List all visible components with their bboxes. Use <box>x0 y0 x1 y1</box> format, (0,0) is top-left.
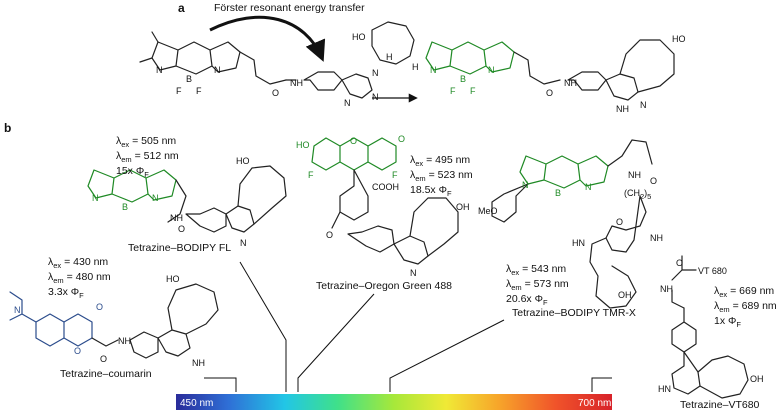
atom-ho: HO <box>236 156 250 166</box>
atom-n: N <box>430 65 437 75</box>
atom-ch2: (CH2)5 <box>624 188 651 201</box>
atom-nh: NH <box>650 233 663 243</box>
atom-o: O <box>178 224 185 234</box>
atom-f: F <box>196 86 202 96</box>
atom-b: B <box>186 74 192 84</box>
atom-o: O <box>326 230 333 240</box>
atom-n: N <box>152 193 159 203</box>
atom-o: O <box>350 136 357 146</box>
atom-n: N <box>156 65 163 75</box>
atom-oh: HO <box>672 34 686 44</box>
atom-hn: HN <box>572 238 585 248</box>
atom-n: N <box>92 193 99 203</box>
fret-caption: Förster resonant energy transfer <box>214 2 365 14</box>
oregon-green-fold: 18.5x ΦF <box>410 184 452 198</box>
atom-b: B <box>555 188 561 198</box>
bodipy-fl-ex: λex = 505 nm <box>116 135 176 149</box>
coumarin-em: λem = 480 nm <box>48 271 111 285</box>
atom-o: O <box>546 88 553 98</box>
spectrum-max-label: 700 nm <box>578 398 611 409</box>
atom-h: H <box>386 52 393 62</box>
atom-o: O <box>616 217 623 227</box>
atom-o: O <box>676 258 683 268</box>
atom-cooh: COOH <box>372 182 399 192</box>
atom-n: N <box>410 268 417 278</box>
vt680-em: λem = 689 nm <box>714 300 777 314</box>
trans-cyclooctene-structure: HO H H <box>352 21 419 72</box>
visible-spectrum-bar <box>176 394 612 410</box>
atom-f: F <box>470 86 476 96</box>
atom-f: F <box>392 170 398 180</box>
panel-b-label: b <box>4 121 11 135</box>
atom-oh: OH <box>618 290 632 300</box>
atom-vt680: VT 680 <box>698 266 727 276</box>
atom-n: N <box>372 68 379 78</box>
bodipy-tetrazine-structure: N B N F F O NH N N N <box>139 31 379 108</box>
bodipy-tmr-ex: λex = 543 nm <box>506 263 566 277</box>
bodipy-product-structure: N B N F F O NH HO N NH <box>425 34 686 114</box>
atom-nh: NH <box>290 78 303 88</box>
atom-meo: MeO <box>478 206 498 216</box>
atom-b: B <box>122 202 128 212</box>
coumarin-structure: N O O O NH HO NH <box>9 274 219 368</box>
atom-b: B <box>460 74 466 84</box>
bodipy-fl-fold: 15x ΦF <box>116 165 149 179</box>
vt680-name: Tetrazine–VT680 <box>680 399 760 411</box>
coumarin-ex: λex = 430 nm <box>48 256 108 270</box>
vt680-structure: O VT 680 NH HN OH <box>658 255 764 399</box>
atom-nh: NH <box>660 284 673 294</box>
bodipy-fl-name: Tetrazine–BODIPY FL <box>128 242 231 254</box>
atom-ho: HO <box>352 32 366 42</box>
atom-n: N <box>488 65 495 75</box>
spectrum-connectors <box>204 261 612 392</box>
atom-nh: NH <box>564 78 577 88</box>
panel-a-label: a <box>178 1 185 15</box>
atom-f: F <box>308 170 314 180</box>
vt680-ex: λex = 669 nm <box>714 285 774 299</box>
atom-o: O <box>100 354 107 364</box>
atom-o: O <box>272 88 279 98</box>
coumarin-fold: 3.3x ΦF <box>48 286 84 300</box>
atom-nh: NH <box>170 213 183 223</box>
atom-ho: HO <box>166 274 180 284</box>
atom-nh: NH <box>118 336 131 346</box>
atom-n: N <box>372 92 379 102</box>
atom-nh: NH <box>616 104 629 114</box>
oregon-green-name: Tetrazine–Oregon Green 488 <box>316 280 452 292</box>
atom-oh: OH <box>750 374 764 384</box>
bodipy-tmr-structure: N B N MeO O NH (CH2)5 O NH HN OH <box>478 139 663 309</box>
atom-nh: NH <box>192 358 205 368</box>
atom-f: F <box>176 86 182 96</box>
atom-n: N <box>14 305 21 315</box>
atom-f: F <box>450 86 456 96</box>
spectrum-min-label: 450 nm <box>180 398 213 409</box>
atom-n: N <box>522 180 529 190</box>
atom-nh: NH <box>628 170 641 180</box>
atom-o: O <box>74 346 81 356</box>
bodipy-fl-em: λem = 512 nm <box>116 150 179 164</box>
atom-h: H <box>412 62 419 72</box>
coumarin-name: Tetrazine–coumarin <box>60 368 152 380</box>
atom-hn: HN <box>658 384 671 394</box>
atom-n: N <box>344 98 351 108</box>
atom-o: O <box>650 176 657 186</box>
fret-arrow <box>209 15 326 62</box>
atom-n: N <box>214 65 221 75</box>
bodipy-tmr-fold: 20.6x ΦF <box>506 293 548 307</box>
oregon-green-ex: λex = 495 nm <box>410 154 470 168</box>
bodipy-fl-structure: N B N O NH HO N <box>87 156 287 248</box>
bodipy-tmr-em: λem = 573 nm <box>506 278 569 292</box>
oregon-green-structure: HO O F F O COOH O OH N <box>296 134 470 278</box>
atom-oh: OH <box>456 202 470 212</box>
atom-o: O <box>96 302 103 312</box>
atom-n: N <box>585 182 592 192</box>
atom-n: N <box>640 100 647 110</box>
vt680-fold: 1x ΦF <box>714 315 741 329</box>
bodipy-tmr-name: Tetrazine–BODIPY TMR-X <box>512 307 636 319</box>
atom-o: O <box>398 134 405 144</box>
atom-n: N <box>240 238 247 248</box>
atom-ho: HO <box>296 140 310 150</box>
oregon-green-em: λem = 523 nm <box>410 169 473 183</box>
